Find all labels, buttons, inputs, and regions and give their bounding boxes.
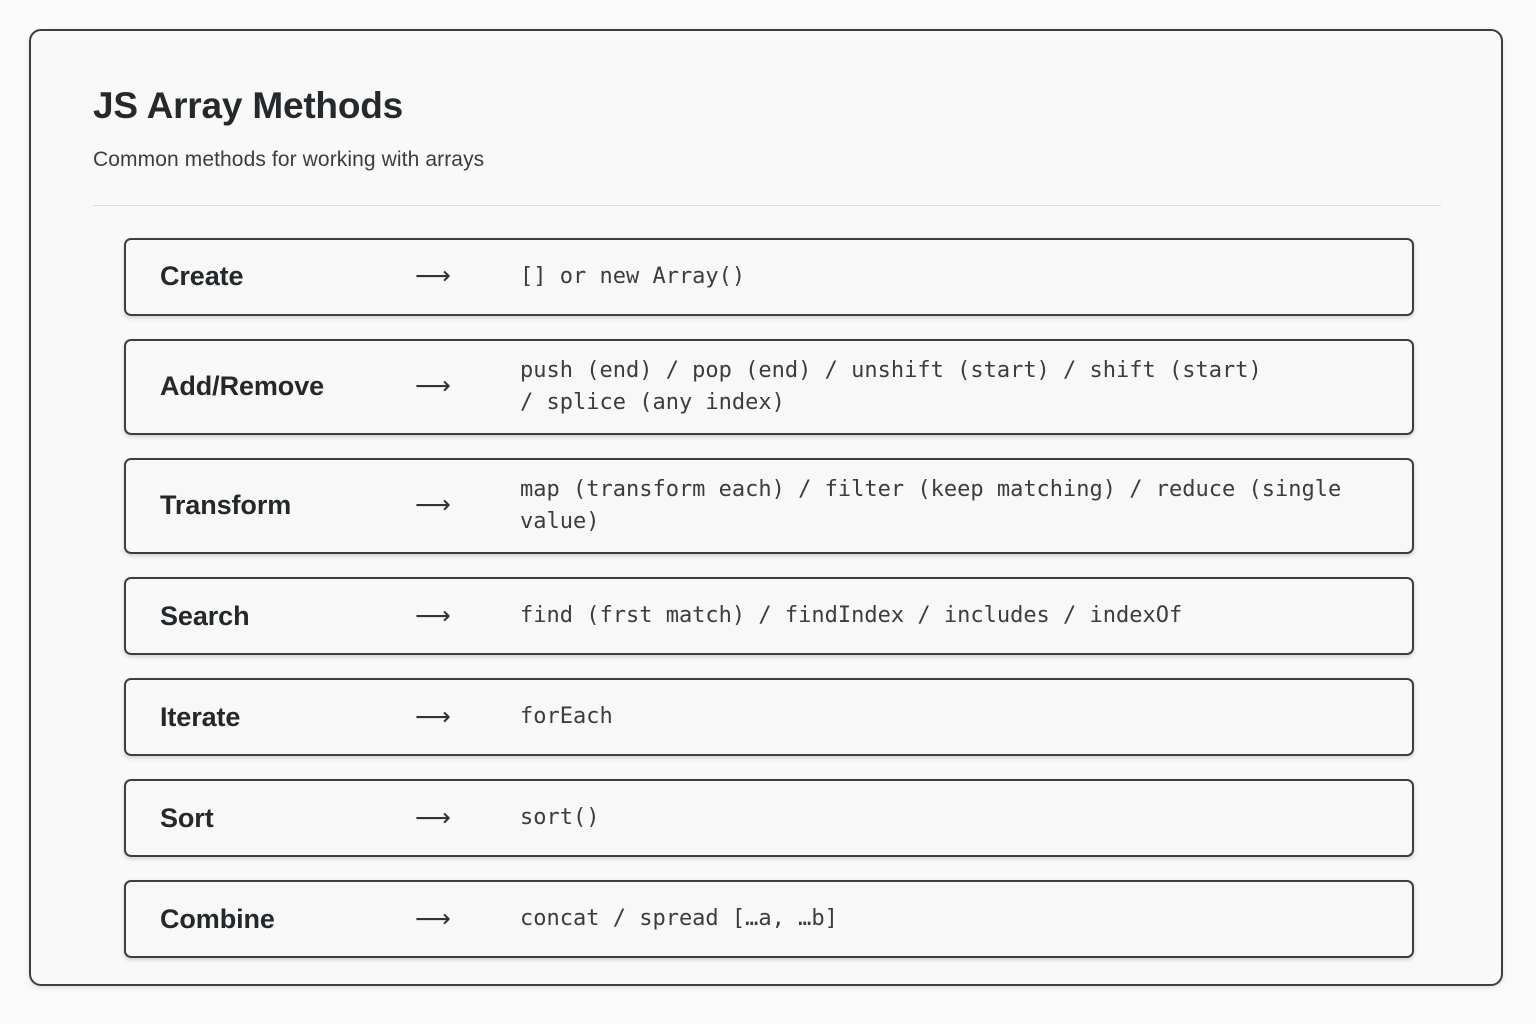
method-row-value: find (frst match) / findIndex / includes… <box>520 603 1183 628</box>
method-row: Sort ⟶ sort() <box>124 779 1414 858</box>
header-divider <box>93 204 1441 206</box>
method-row-label: Sort <box>160 802 214 833</box>
method-row: Search ⟶ find (frst match) / findIndex / i… <box>124 577 1414 656</box>
method-row-value: sort() <box>520 805 600 830</box>
method-row-list: Create ⟶ [] or new Array() Add/Remove ⟶ push … <box>93 237 1439 959</box>
long-arrow-icon: ⟶ <box>415 600 451 630</box>
method-row-label: Transform <box>160 490 292 521</box>
method-row-label: Create <box>160 261 244 292</box>
long-arrow-icon: ⟶ <box>415 490 451 520</box>
method-row: Create ⟶ [] or new Array() <box>124 237 1414 316</box>
method-row: Combine ⟶ concat / spread […a, …b] <box>124 880 1414 959</box>
method-row-value: concat / spread […a, …b] <box>520 906 838 931</box>
method-row-value: push (end) / pop (end) / unshift (start)… <box>520 357 1262 415</box>
long-arrow-icon: ⟶ <box>415 261 451 291</box>
card-content: JS Array Methods Common methods for work… <box>31 31 1501 984</box>
long-arrow-icon: ⟶ <box>415 802 451 832</box>
method-row: Iterate ⟶ forEach <box>124 678 1414 757</box>
long-arrow-icon: ⟶ <box>415 371 451 401</box>
long-arrow-icon: ⟶ <box>415 903 451 933</box>
page-subtitle: Common methods for working with arrays <box>93 148 485 172</box>
long-arrow-icon: ⟶ <box>415 701 451 731</box>
method-row-label: Search <box>160 600 250 631</box>
method-row: Transform ⟶ map (transform each) / filter … <box>124 457 1414 555</box>
method-row-value: forEach <box>520 704 613 729</box>
method-row: Add/Remove ⟶ push (end) / pop (end) / unsh… <box>124 338 1414 435</box>
method-row-label: Combine <box>160 903 275 934</box>
array-methods-card: JS Array Methods Common methods for work… <box>29 29 1503 986</box>
method-row-value: map (transform each) / filter (keep matc… <box>520 476 1355 534</box>
method-row-label: Iterate <box>160 701 241 732</box>
method-row-label: Add/Remove <box>160 371 325 402</box>
method-row-value: [] or new Array() <box>520 263 746 289</box>
page-title: JS Array Methods <box>93 85 404 126</box>
